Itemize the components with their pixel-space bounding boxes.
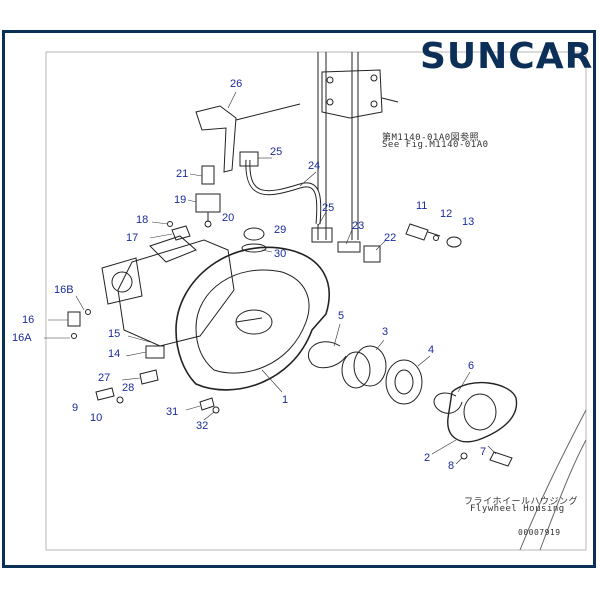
arrow-pointer — [381, 97, 399, 103]
frame-bracket — [321, 69, 383, 119]
callout-15: 15 — [108, 328, 121, 340]
drawing-border — [45, 51, 587, 551]
callout-25-top: 25 — [270, 146, 283, 158]
callout-7: 7 — [480, 446, 487, 458]
part-16a — [71, 333, 77, 339]
part-10-washer — [116, 396, 124, 404]
callout-13: 13 — [462, 216, 475, 228]
callout-8: 8 — [448, 460, 455, 472]
callout-23: 23 — [352, 220, 365, 232]
shaft — [235, 317, 263, 323]
part-28 — [139, 369, 159, 385]
callout-29: 29 — [274, 224, 287, 236]
callout-30: 30 — [274, 248, 287, 260]
callout-16: 16 — [22, 314, 35, 326]
callout-16a: 16A — [12, 332, 32, 344]
callout-9: 9 — [72, 402, 79, 414]
callout-26: 26 — [230, 78, 243, 90]
callout-25-mid: 25 — [322, 202, 335, 214]
part-23 — [337, 241, 361, 253]
part-2-coupling-housing — [447, 381, 518, 443]
part-16 — [67, 311, 81, 327]
see-fig-note-en: See Fig.M1140-01A0 — [382, 140, 489, 150]
diagram-frame — [2, 30, 596, 568]
part-4-ring-hole — [394, 369, 414, 395]
callout-12: 12 — [440, 208, 453, 220]
housing-inner-rim — [195, 269, 310, 374]
part-8-washer — [460, 452, 468, 460]
part-16b — [85, 309, 91, 315]
part-31 — [199, 397, 215, 411]
pump-port — [111, 271, 133, 293]
bolt-hole — [370, 74, 378, 82]
part-19 — [195, 193, 221, 213]
callout-24: 24 — [308, 160, 321, 172]
callout-28: 28 — [122, 382, 135, 394]
bolt-hole — [370, 100, 378, 108]
part-32 — [212, 406, 220, 414]
part-29-plug — [243, 227, 265, 241]
part-18 — [167, 221, 173, 227]
part-3-bearing — [353, 345, 387, 387]
drawing-number: 00007919 — [518, 528, 561, 537]
callout-27: 27 — [98, 372, 111, 384]
callout-5: 5 — [338, 310, 345, 322]
callout-17: 17 — [126, 232, 139, 244]
part-14 — [145, 345, 165, 359]
see-fig-note-jp: 第M1140-01A0図参照 — [382, 133, 480, 143]
part-25-fitting — [239, 151, 259, 167]
part-11-bolt — [405, 223, 429, 241]
callout-6: 6 — [468, 360, 475, 372]
part-11-shank — [427, 231, 441, 237]
part-13-nut — [446, 236, 462, 248]
part-26-clip — [195, 105, 237, 173]
callout-14: 14 — [108, 348, 121, 360]
part-6-snap-ring — [433, 392, 463, 414]
callout-21: 21 — [176, 168, 189, 180]
part-24-hose-inner — [246, 159, 321, 225]
flywheel-arc — [519, 409, 587, 551]
callout-22: 22 — [384, 232, 397, 244]
part-9-bolt — [95, 387, 115, 401]
part-25-fitting — [311, 227, 333, 243]
part-22 — [363, 245, 381, 263]
callout-18: 18 — [136, 214, 149, 226]
brand-logo: SUNCAR — [420, 36, 594, 77]
callout-11: 11 — [416, 200, 428, 212]
callout-20: 20 — [222, 212, 235, 224]
callout-19: 19 — [174, 194, 187, 206]
callout-10: 10 — [90, 412, 103, 424]
bolt-hole — [326, 98, 334, 106]
part-12-washer — [433, 235, 439, 241]
pump-end-cover — [101, 257, 143, 305]
part-7-bolt — [489, 451, 513, 467]
leader — [235, 103, 301, 121]
callout-1: 1 — [282, 394, 289, 406]
input-shaft-spline — [235, 309, 273, 335]
part-1-flywheel-housing — [175, 246, 330, 391]
bolt-hole — [326, 76, 334, 84]
callout-4: 4 — [428, 344, 435, 356]
callout-31: 31 — [166, 406, 179, 418]
housing-label-jp: フライホイールハウジング — [464, 497, 579, 507]
part-17 — [171, 225, 191, 241]
part-4-ring — [385, 359, 423, 405]
callout-16b: 16B — [54, 284, 74, 296]
part-5-snap-ring — [307, 341, 347, 369]
housing-label-en: Flywheel Housing — [470, 504, 565, 514]
part-21 — [201, 165, 215, 185]
callout-2: 2 — [424, 452, 431, 464]
part-2-bore — [463, 393, 497, 431]
callout-32: 32 — [196, 420, 209, 432]
flywheel-arc — [539, 439, 587, 551]
callout-3: 3 — [382, 326, 389, 338]
part-3-bearing-face — [341, 351, 371, 389]
pump-top-block — [149, 235, 197, 263]
part-20-oring — [204, 220, 212, 228]
pump-body — [117, 239, 235, 347]
